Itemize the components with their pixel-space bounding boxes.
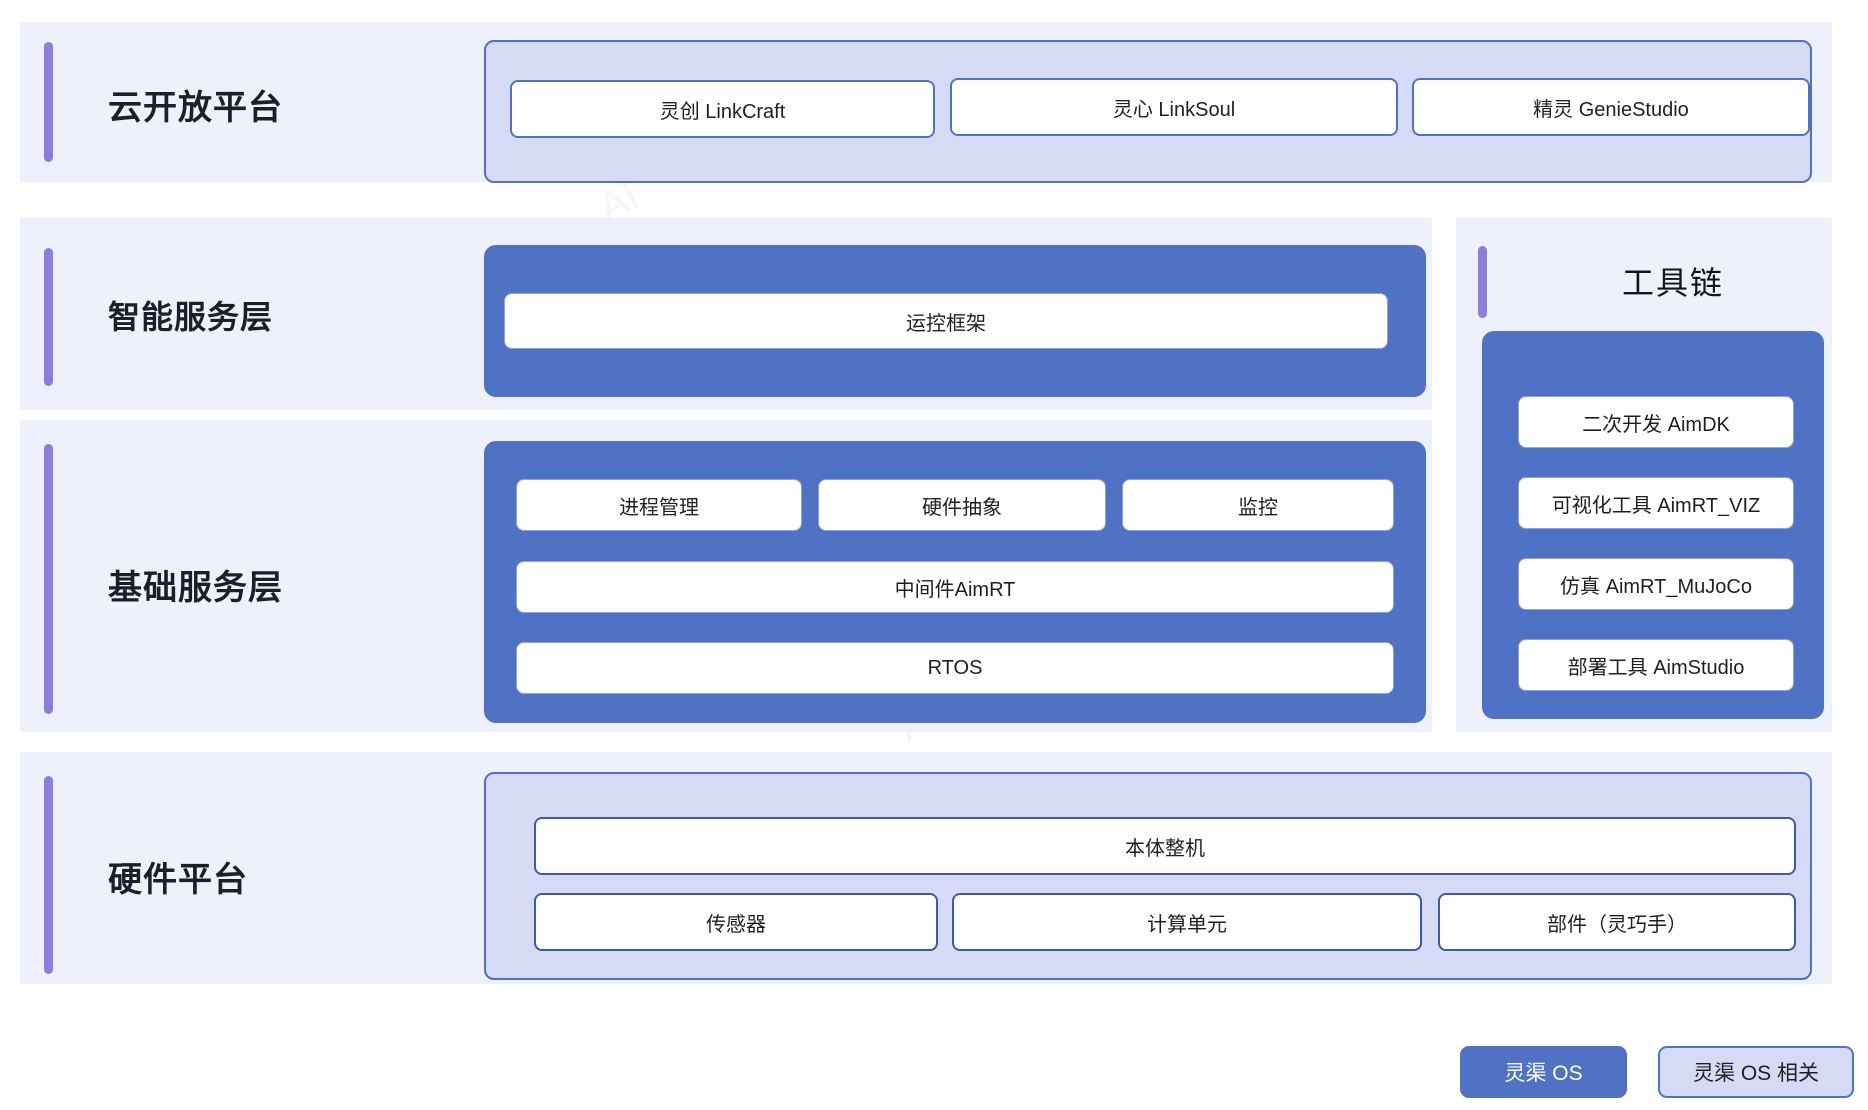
basic-service-item-rtos[interactable]: RTOS [516, 642, 1394, 694]
accent-bar-basic-service-layer [44, 444, 53, 714]
basic-service-item-process-management[interactable]: 进程管理 [516, 479, 802, 531]
basic-service-item-middleware-aimrt[interactable]: 中间件AimRT [516, 561, 1394, 613]
toolchain-item-aimrt-viz[interactable]: 可视化工具 AimRT_VIZ [1518, 477, 1794, 529]
legend-chip-lingqu-os[interactable]: 灵渠 OS [1460, 1046, 1627, 1098]
basic-service-item-hardware-abstraction[interactable]: 硬件抽象 [818, 479, 1106, 531]
cloud-platform-item-linkcraft[interactable]: 灵创 LinkCraft [510, 80, 935, 138]
cloud-platform-item-geniestudio[interactable]: 精灵 GenieStudio [1412, 78, 1810, 136]
hardware-item-compute-unit[interactable]: 计算单元 [952, 893, 1422, 951]
row-label-intelligent-service-layer: 智能服务层 [108, 299, 274, 335]
toolchain-item-aimstudio[interactable]: 部署工具 AimStudio [1518, 639, 1794, 691]
accent-bar-toolchain [1478, 246, 1487, 318]
hardware-item-sensors[interactable]: 传感器 [534, 893, 938, 951]
legend-chip-lingqu-os-related[interactable]: 灵渠 OS 相关 [1658, 1046, 1854, 1098]
row-label-basic-service-layer: 基础服务层 [108, 569, 283, 607]
row-label-cloud-platform: 云开放平台 [108, 89, 283, 127]
intelligent-service-item-control-framework[interactable]: 运控框架 [504, 293, 1388, 349]
row-label-hardware-platform: 硬件平台 [108, 861, 248, 899]
toolchain-item-aimrt-mujoco[interactable]: 仿真 AimRT_MuJoCo [1518, 558, 1794, 610]
cloud-platform-item-linksoul[interactable]: 灵心 LinkSoul [950, 78, 1398, 136]
hardware-item-main-body[interactable]: 本体整机 [534, 817, 1796, 875]
accent-bar-intelligent-service-layer [44, 248, 53, 386]
toolchain-title: 工具链 [1622, 265, 1725, 301]
toolchain-item-aimdk[interactable]: 二次开发 AimDK [1518, 396, 1794, 448]
hardware-item-components[interactable]: 部件（灵巧手） [1438, 893, 1796, 951]
accent-bar-cloud-platform [44, 42, 53, 162]
basic-service-item-monitoring[interactable]: 监控 [1122, 479, 1394, 531]
accent-bar-hardware-platform [44, 776, 53, 974]
